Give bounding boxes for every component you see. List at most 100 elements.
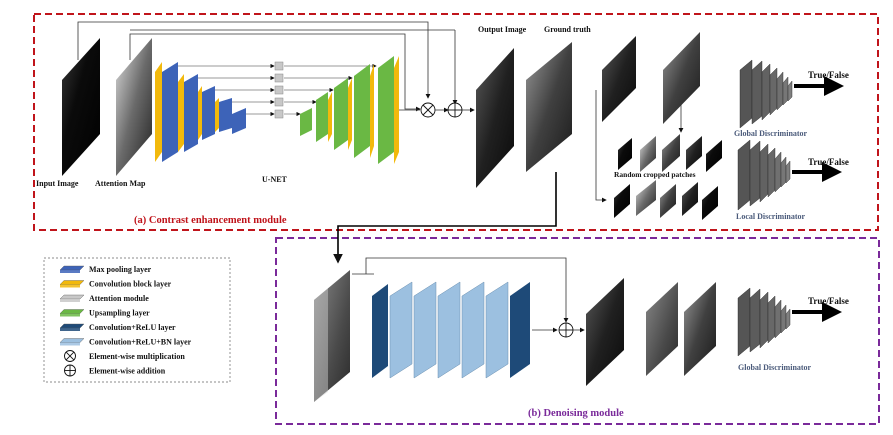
encoder-pool-block-1	[162, 62, 178, 162]
input-image	[62, 38, 100, 176]
decoder-up-block-3	[334, 78, 348, 150]
legend-swatch	[59, 280, 85, 285]
legend-label: Element-wise multiplication	[89, 352, 185, 361]
encoder-conv-block-4	[215, 98, 219, 132]
conv-relu-bn-layer-3	[437, 281, 461, 379]
legend-label: Element-wise addition	[89, 367, 166, 376]
global-discriminator-b	[737, 287, 791, 357]
attention-module-1	[274, 61, 284, 71]
local-discriminator-a	[737, 139, 791, 211]
ground-truth-image	[526, 42, 572, 172]
encoder-conv-block-1	[155, 62, 162, 162]
output-image	[476, 48, 514, 188]
legend-swatch-edge	[60, 270, 80, 273]
legend-item: Max pooling layer	[59, 265, 152, 274]
skip-line-mult	[404, 70, 421, 112]
encoder-pool-block-5	[232, 108, 246, 134]
denoised-output-image	[586, 278, 624, 386]
denoised-gt-image-2	[684, 282, 716, 376]
decoder-conv-block-2	[328, 92, 332, 142]
module-connector	[333, 172, 557, 264]
attention-module-4	[274, 97, 284, 107]
denoising-cnn	[372, 281, 530, 379]
legend-box	[43, 257, 231, 383]
decoder-up-block-1	[300, 108, 312, 136]
legend-swatch	[59, 323, 85, 329]
decoder-up-block-2	[316, 92, 328, 142]
unet-decoder	[300, 56, 399, 164]
skip-line-attention	[129, 33, 406, 70]
attention-connections	[178, 61, 377, 119]
legend-swatch-edge	[60, 284, 80, 288]
global-discriminator-a-label: Global Discriminator	[734, 129, 808, 138]
encoder-conv-block-2	[178, 74, 184, 152]
attention-map-label: Attention Map	[95, 179, 146, 188]
encoder-conv-block-3	[198, 86, 202, 140]
legend-label: Convolution+ReLU+BN layer	[89, 338, 192, 347]
ground-truth-crop-image	[663, 32, 700, 124]
denoised-gt-image-1	[646, 282, 678, 376]
conv-relu-bn-layer-2	[413, 281, 437, 379]
legend-swatch	[59, 338, 85, 343]
output-image-label: Output Image	[478, 25, 527, 34]
unet-label: U-NET	[262, 175, 288, 184]
legend-item: Convolution+ReLU+BN layer	[59, 338, 192, 347]
conv-relu-layer-last	[510, 282, 530, 378]
legend-label: Attention module	[89, 294, 149, 303]
legend-item: Element-wise multiplication	[64, 350, 185, 362]
local-discriminator-a-label: Local Discriminator	[736, 212, 806, 221]
legend-item: Element-wise addition	[64, 364, 166, 377]
decoder-up-block-5	[378, 56, 394, 164]
denoising-module-border	[275, 237, 880, 425]
true-false-label-1: True/False	[808, 70, 849, 80]
encoder-pool-block-2	[184, 74, 198, 152]
attention-map-image	[116, 38, 152, 176]
legend-swatch-edge	[60, 299, 80, 302]
true-false-label-3: True/False	[808, 296, 849, 306]
decoder-up-block-4	[354, 64, 370, 158]
legend-item: Attention module	[59, 294, 149, 303]
attention-module-5	[274, 109, 284, 119]
contrast-module-border	[33, 13, 879, 231]
legend-label: Convolution block layer	[89, 280, 172, 289]
ground-truth-label: Ground truth	[544, 25, 591, 34]
random-cropped-patches	[614, 134, 722, 220]
conv-relu-bn-layer-5	[485, 281, 509, 379]
global-discriminator-a	[739, 59, 793, 129]
encoder-pool-block-3	[202, 86, 215, 140]
decoder-conv-block-3	[348, 78, 352, 150]
output-crop-image	[602, 36, 636, 122]
legend-label: Convolution+ReLU layer	[89, 323, 176, 332]
denoising-module-title: (b) Denoising module	[528, 408, 624, 419]
legend-swatch-edge	[60, 342, 80, 346]
decoder-conv-block-4	[370, 64, 374, 158]
encoder-pool-block-4	[219, 98, 232, 132]
attention-module-3	[274, 85, 284, 95]
attention-module-2	[274, 73, 284, 83]
legend-item: Upsampling layer	[59, 309, 150, 318]
legend-label: Max pooling layer	[89, 265, 152, 274]
legend-swatch	[59, 309, 85, 314]
legend-label: Upsampling layer	[89, 309, 150, 318]
decoder-conv-block-5	[394, 56, 399, 164]
legend-swatch	[59, 294, 85, 300]
contrast-module-title: (a) Contrast enhancement module	[134, 215, 287, 226]
legend-item: Convolution block layer	[59, 280, 172, 289]
unet-encoder	[155, 62, 246, 162]
legend-swatch-edge	[60, 328, 80, 331]
noisy-input-image	[314, 270, 350, 402]
conv-relu-bn-layer-4	[461, 281, 485, 379]
conv-relu-layer-first	[372, 284, 388, 378]
legend-swatch-edge	[60, 313, 80, 317]
true-false-label-2: True/False	[808, 157, 849, 167]
legend-item: Convolution+ReLU layer	[59, 323, 176, 332]
residual-skip-line	[365, 257, 569, 323]
legend-swatch	[59, 265, 85, 271]
input-image-label: Input Image	[36, 179, 79, 188]
random-patches-label: Random cropped patches	[614, 170, 696, 179]
skip-line-input	[77, 21, 431, 99]
conv-relu-bn-layer-1	[389, 281, 413, 379]
